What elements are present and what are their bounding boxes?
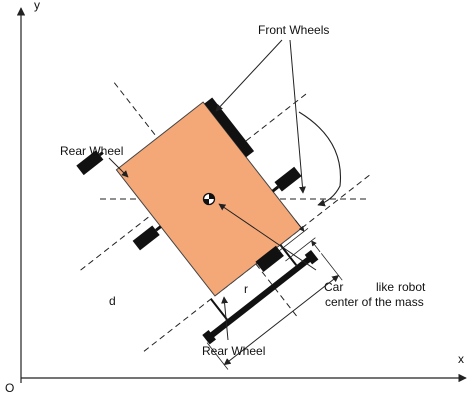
rear-wheel-left <box>132 225 160 251</box>
front-wheel-right-axle <box>271 185 280 193</box>
front-wheel-track <box>204 97 255 158</box>
rear-wheel-top-label: Rear Wheel <box>60 144 123 158</box>
rear-wheel-bottom-label: Rear Wheel <box>202 344 265 358</box>
front-wheel-left-axle <box>98 151 104 157</box>
front-wheels-leader-2 <box>289 39 306 194</box>
front-wheels-leader-1 <box>215 39 283 112</box>
dimension-r-ext-b <box>285 237 316 262</box>
x-axis-label: x <box>458 352 464 366</box>
center-label-word-3: robot <box>398 280 426 294</box>
dimension-r-label: r <box>244 282 248 296</box>
dimension-d-ext-left <box>206 342 229 370</box>
center-label-word-1: Car <box>324 280 343 294</box>
dimension-r-arrow-b <box>311 240 321 253</box>
dimension-r-arrow-a <box>295 220 305 232</box>
rear-wheel-right <box>255 245 284 272</box>
center-label-word-2: like <box>376 280 394 294</box>
rear-axle-cap-left <box>202 330 216 345</box>
rear-wheel-left-axle <box>155 225 162 232</box>
y-axis-label: y <box>34 0 40 12</box>
front-wheel-right <box>274 166 302 192</box>
dimension-d-ext-right <box>320 253 343 281</box>
front-wheel-left <box>76 150 104 176</box>
dimension-d-line <box>223 275 340 366</box>
front-wheels-label: Front Wheels <box>258 23 329 37</box>
center-of-mass-icon <box>202 192 216 206</box>
steering-angle-arc <box>298 111 342 207</box>
rear-wheel-bottom-leader <box>221 296 229 341</box>
rear-wheel-top-leader <box>108 157 129 178</box>
rear-axle-cap-right <box>304 249 319 265</box>
origin-label: O <box>5 381 14 395</box>
center-label-line-2: center of the mass <box>325 295 424 309</box>
dimension-d-label: d <box>109 294 116 308</box>
center-label-leader <box>218 203 317 271</box>
